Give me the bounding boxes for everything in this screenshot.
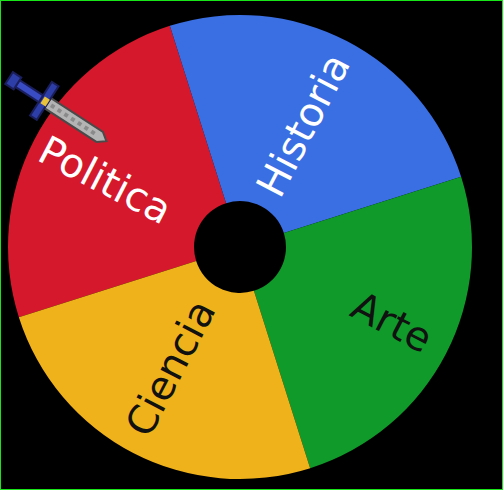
sword-guard [30, 82, 58, 120]
blade-pixel [83, 125, 89, 131]
blade-pixel [57, 108, 63, 114]
sword-blade [44, 98, 109, 146]
sword-grip [15, 80, 43, 102]
blade-pixel [90, 130, 96, 136]
blade-pixel [77, 121, 83, 127]
sword-gem [40, 96, 49, 106]
sword-pommel [5, 72, 21, 89]
blade-pixel [50, 104, 56, 110]
segment-wedge [19, 261, 310, 479]
blade-pixel [63, 112, 69, 118]
blade-pixel [70, 117, 76, 123]
